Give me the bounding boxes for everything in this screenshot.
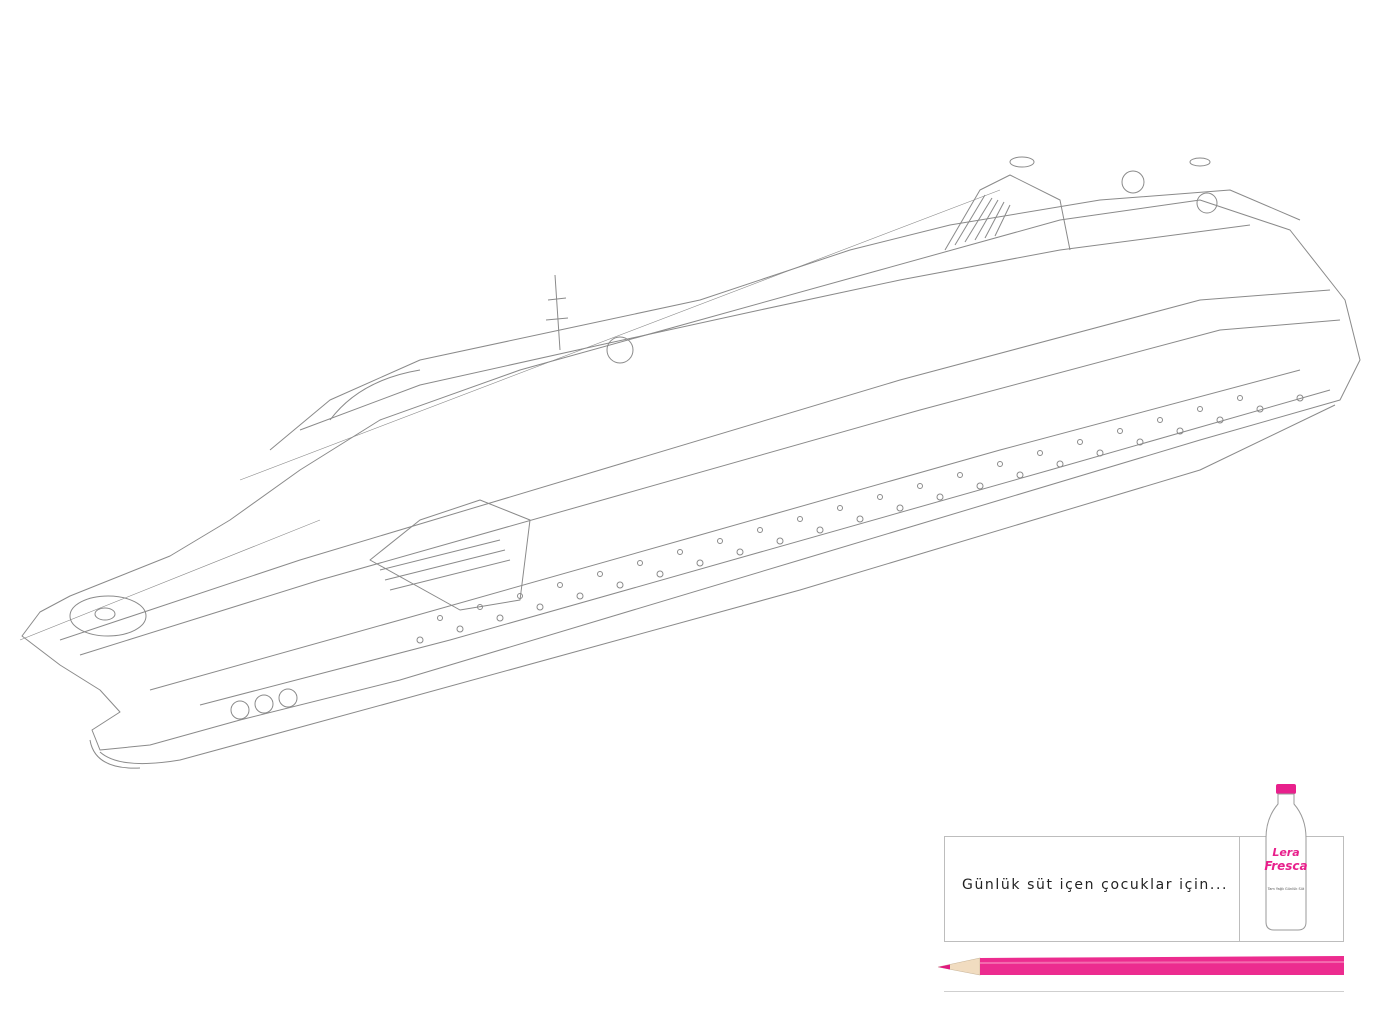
- bottle-brand-line1: Lera: [1272, 846, 1299, 859]
- bottle-brand-subtitle: Tam Yağlı Günlük Süt: [1267, 887, 1305, 891]
- ad-tagline: Günlük süt içen çocuklar için...: [962, 877, 1229, 893]
- milk-bottle-icon: Lera Fresca Tam Yağlı Günlük Süt: [1264, 784, 1308, 931]
- ad-box-divider: [1239, 836, 1240, 942]
- bottle-brand-line2: Fresca: [1264, 859, 1307, 873]
- pencil-icon: [937, 956, 1345, 976]
- cruise-ship-cutaway-illustration: [19, 156, 1361, 769]
- bottom-rule: [944, 991, 1344, 992]
